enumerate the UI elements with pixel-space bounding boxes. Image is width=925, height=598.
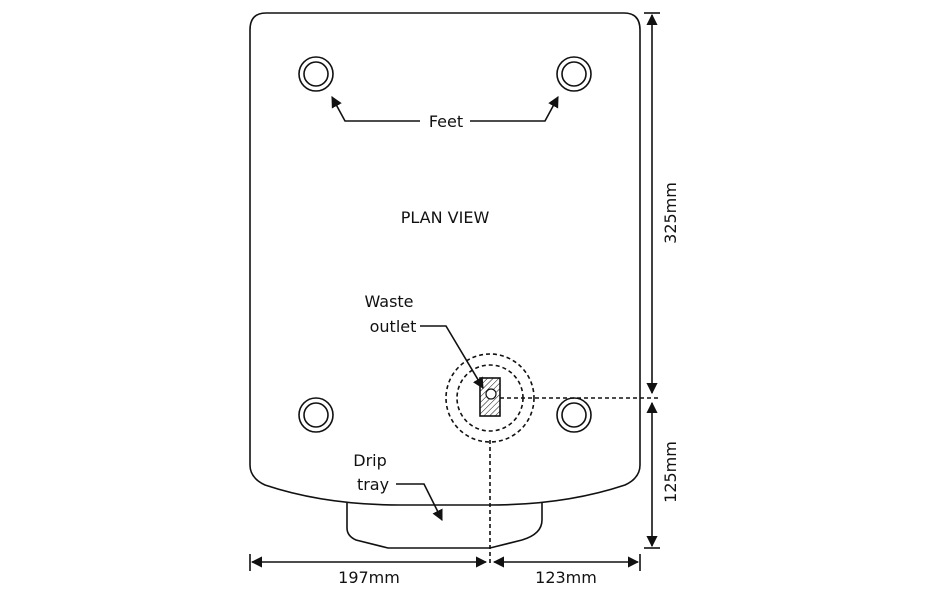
waste-label-line2: outlet [370, 317, 417, 336]
waste-label-line1: Waste [364, 292, 413, 311]
drip-tray-arrow [396, 483, 443, 522]
foot-bottom-left [298, 397, 334, 433]
width-left-label: 197mm [338, 568, 400, 587]
drip-label-line2: tray [357, 475, 389, 494]
plan-view-title: PLAN VIEW [401, 208, 490, 227]
waste-outlet-arrow [420, 325, 484, 389]
foot-top-right [556, 56, 592, 92]
feet-arrow-right [470, 96, 559, 122]
width-right-label: 123mm [535, 568, 597, 587]
foot-top-left [298, 56, 334, 92]
waste-outlet-outer-dashed-circle [445, 353, 535, 443]
waste-outlet-hole [485, 388, 497, 400]
unit-body-outline [249, 12, 641, 506]
height-upper-label: 325mm [661, 182, 680, 244]
feet-arrow-left [331, 96, 420, 122]
height-lower-label: 125mm [661, 441, 680, 503]
drip-label-line1: Drip [353, 451, 387, 470]
feet-label: Feet [429, 112, 463, 131]
